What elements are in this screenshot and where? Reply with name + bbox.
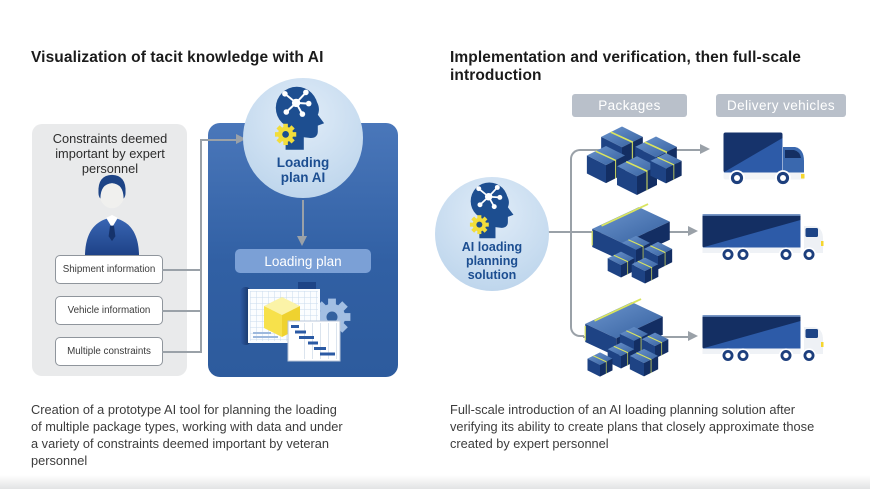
connector-to-ai-line bbox=[200, 139, 236, 141]
ai-solution-label: AI loading planning solution bbox=[461, 240, 523, 282]
input-box-constraints: Multiple constraints bbox=[55, 337, 163, 366]
connector-corner-top bbox=[570, 149, 584, 163]
input-box-shipment: Shipment information bbox=[55, 255, 163, 284]
expert-person-icon bbox=[84, 174, 140, 258]
arrow-circle-to-plan-head-icon bbox=[297, 236, 307, 246]
connector-left-vertical bbox=[200, 140, 202, 352]
blueprint-icon bbox=[240, 282, 351, 362]
input-box-constraints-label: Multiple constraints bbox=[67, 346, 151, 357]
left-section-title: Visualization of tacit knowledge with AI bbox=[31, 49, 324, 66]
arrow-into-ai-icon bbox=[236, 134, 246, 144]
gantt-document-icon bbox=[287, 320, 341, 362]
delivery-vehicles-tag-label: Delivery vehicles bbox=[726, 98, 836, 113]
ai-head-icon bbox=[266, 84, 336, 154]
arrow-row3-icon bbox=[688, 331, 698, 341]
footer-fade bbox=[0, 475, 870, 489]
semi-truck-icon bbox=[702, 213, 824, 262]
connector-vehicle-line bbox=[162, 310, 202, 312]
input-box-vehicle-label: Vehicle information bbox=[67, 305, 151, 316]
connector-right-vertical bbox=[570, 162, 572, 324]
right-caption: Full-scale introduction of an AI loading… bbox=[450, 402, 815, 451]
arrow-row1-icon bbox=[700, 144, 710, 154]
input-box-vehicle: Vehicle information bbox=[55, 296, 163, 325]
packages-tag: Packages bbox=[572, 94, 687, 117]
arrow-circle-to-plan-line bbox=[302, 200, 304, 236]
ai-head-icon bbox=[462, 180, 524, 242]
package-cluster-row1 bbox=[586, 125, 683, 196]
package-cluster-row2 bbox=[591, 203, 673, 285]
left-caption: Creation of a prototype AI tool for plan… bbox=[31, 402, 343, 468]
delivery-vehicles-tag: Delivery vehicles bbox=[716, 94, 846, 117]
package-cluster-row3 bbox=[584, 298, 669, 378]
right-section-title: Implementation and verification, then fu… bbox=[450, 49, 802, 84]
constraints-heading: Constraints deemed important by expert p… bbox=[52, 131, 168, 177]
input-box-shipment-label: Shipment information bbox=[62, 264, 156, 275]
connector-shipment-line bbox=[162, 269, 202, 271]
loading-plan-pill-label: Loading plan bbox=[264, 253, 342, 269]
packages-tag-label: Packages bbox=[598, 98, 661, 113]
semi-truck-icon bbox=[702, 314, 824, 363]
connector-constraints-line bbox=[162, 351, 202, 353]
box-truck-icon bbox=[723, 132, 805, 186]
arrow-row2-icon bbox=[688, 226, 698, 236]
connector-corner-bottom bbox=[570, 323, 584, 337]
loading-plan-pill: Loading plan bbox=[235, 249, 371, 273]
loading-plan-ai-label: Loading plan AI bbox=[276, 155, 330, 186]
